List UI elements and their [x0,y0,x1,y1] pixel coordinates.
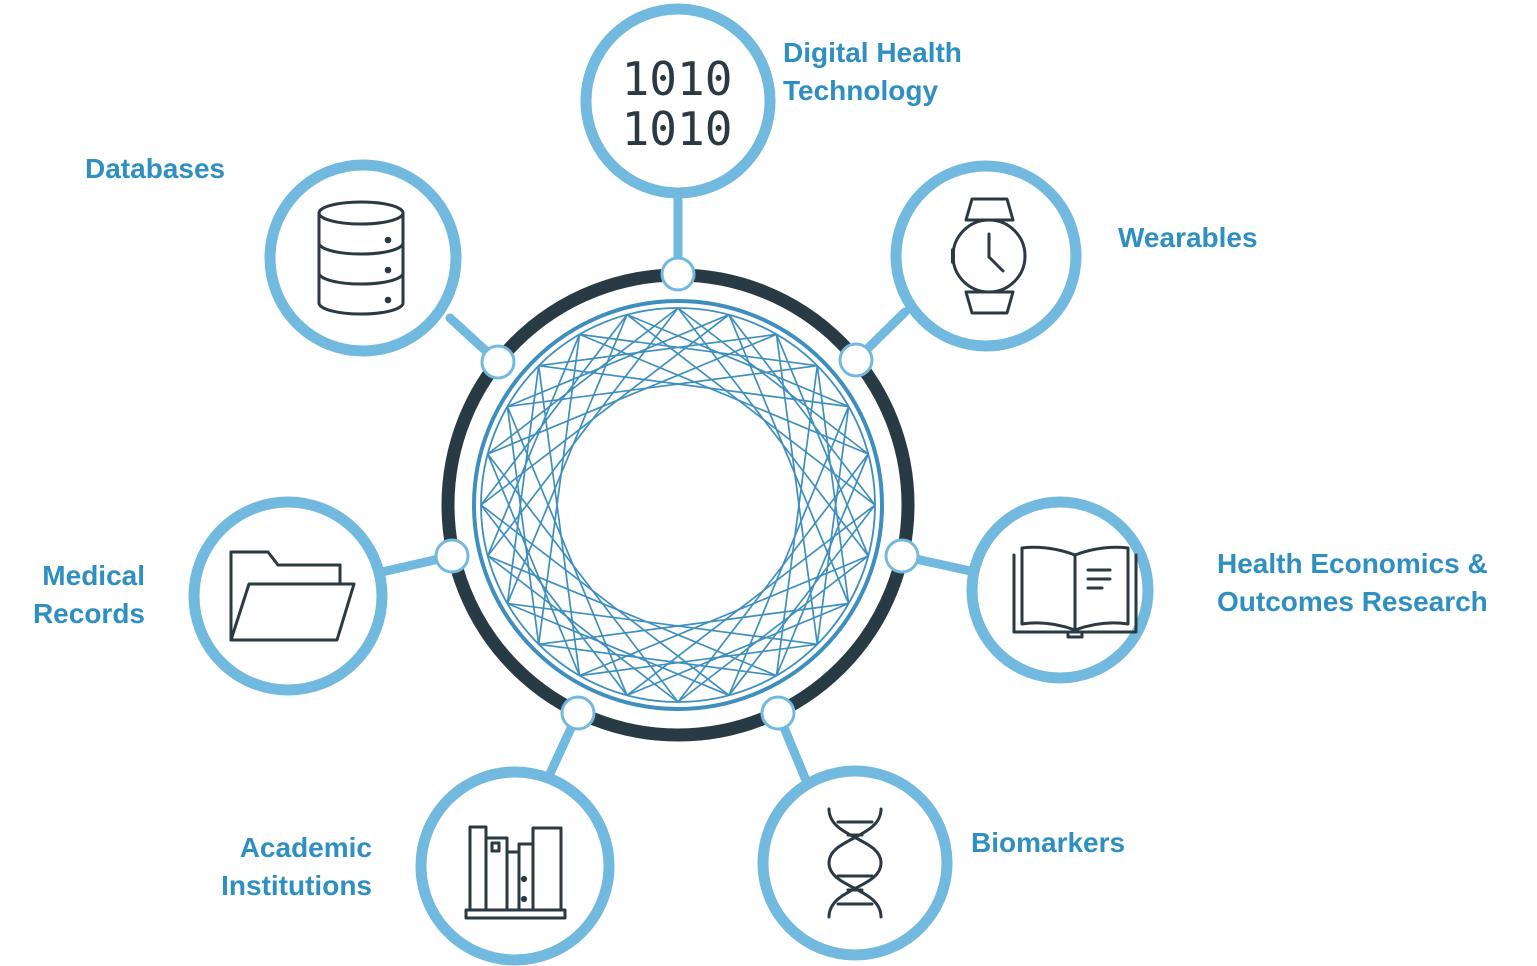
network-star-pattern [480,307,876,703]
network-line-45 [538,364,849,408]
network-line-33 [507,602,818,646]
network-line-26 [775,334,819,645]
label-line: Outcomes Research [1217,586,1488,617]
network-line-21 [538,333,777,367]
network-line-13 [480,504,628,696]
network-line-34 [487,555,777,677]
network-line-8 [626,602,849,697]
label-biomarkers: Biomarkers [971,824,1125,862]
network-line-30 [626,504,876,696]
network-line-20 [507,313,730,408]
network-line-22 [579,333,818,367]
label-line: Medical [42,560,145,591]
network-line-7 [677,555,869,703]
label-line: Biomarkers [971,827,1126,858]
label-line: Technology [783,75,939,106]
network-line-27 [775,365,819,676]
network-line-29 [677,453,869,703]
junction-academic-institutions [560,695,596,731]
books-icon [464,825,567,920]
open-book-icon [1012,545,1138,639]
node-circle-digital-health-technology [580,3,776,199]
hub-outer-ring [441,268,915,742]
network-line-2 [775,334,870,557]
network-line-12 [487,555,679,703]
network-line-16 [506,365,540,604]
network-line-41 [487,307,679,557]
label-line: Health Economics & [1217,548,1488,579]
label-line: Wearables [1118,222,1258,253]
junction-databases [480,344,516,380]
binary-line-2: 1010 [622,102,733,156]
network-line-10 [538,643,777,677]
label-databases: Databases [85,150,225,188]
label-medical-records: Medical Records [0,557,145,633]
network-line-35 [480,504,730,696]
network-line-36 [487,453,679,703]
label-line: Records [32,598,145,629]
label-line: Databases [85,153,226,184]
network-line-19 [487,307,679,455]
network-line-39 [537,334,581,645]
junction-biomarkers [760,695,796,731]
network-line-32 [538,602,849,646]
connector-lines [377,195,980,783]
binary-icon: 1010 1010 [622,52,733,156]
network-line-5 [775,453,870,676]
label-academic-institutions: Academic Institutions [172,829,372,905]
network-line-18 [480,314,628,506]
label-heor: Health Economics & Outcomes Research [1217,545,1488,621]
network-line-14 [486,453,581,676]
label-wearables: Wearables [1118,219,1258,257]
junction-heor [884,538,920,574]
dna-icon [827,807,883,919]
label-line: Academic [239,832,372,863]
network-line-9 [579,643,818,677]
junction-wearables [838,342,874,378]
network-line-23 [626,313,849,408]
network-line-15 [506,406,540,645]
watch-icon [951,197,1027,315]
network-line-31 [579,555,869,677]
network-line-44 [507,364,818,408]
binary-line-1: 1010 [622,52,733,106]
node-circle-databases [264,159,462,357]
network-line-28 [728,406,850,696]
network-line-0 [677,307,869,455]
junction-digital-health-technology [660,256,696,292]
network-line-46 [579,333,869,455]
network-line-25 [728,314,850,604]
network-line-1 [728,314,876,506]
label-digital-health-technology: Digital Health Technology [783,34,962,110]
database-icon [317,200,405,316]
network-line-40 [506,314,628,604]
network-line-47 [626,314,876,506]
folder-icon [229,550,356,642]
network-line-17 [486,334,581,557]
network-line-11 [507,602,730,697]
network-line-3 [816,365,850,604]
network-line-24 [677,307,869,557]
label-line: Institutions [221,870,372,901]
label-line: Digital Health [783,37,962,68]
node-circle-biomarkers [757,765,953,961]
network-line-37 [506,406,628,696]
network-line-4 [816,406,850,645]
network-line-6 [728,504,876,696]
network-line-38 [537,365,581,676]
hub-inner-ring [472,299,884,711]
network-line-43 [487,333,777,455]
junction-dots [434,256,920,731]
node-circle-academic-institutions [415,766,615,966]
junction-medical-records [434,538,470,574]
central-hub [441,268,915,742]
network-line-42 [480,314,730,506]
